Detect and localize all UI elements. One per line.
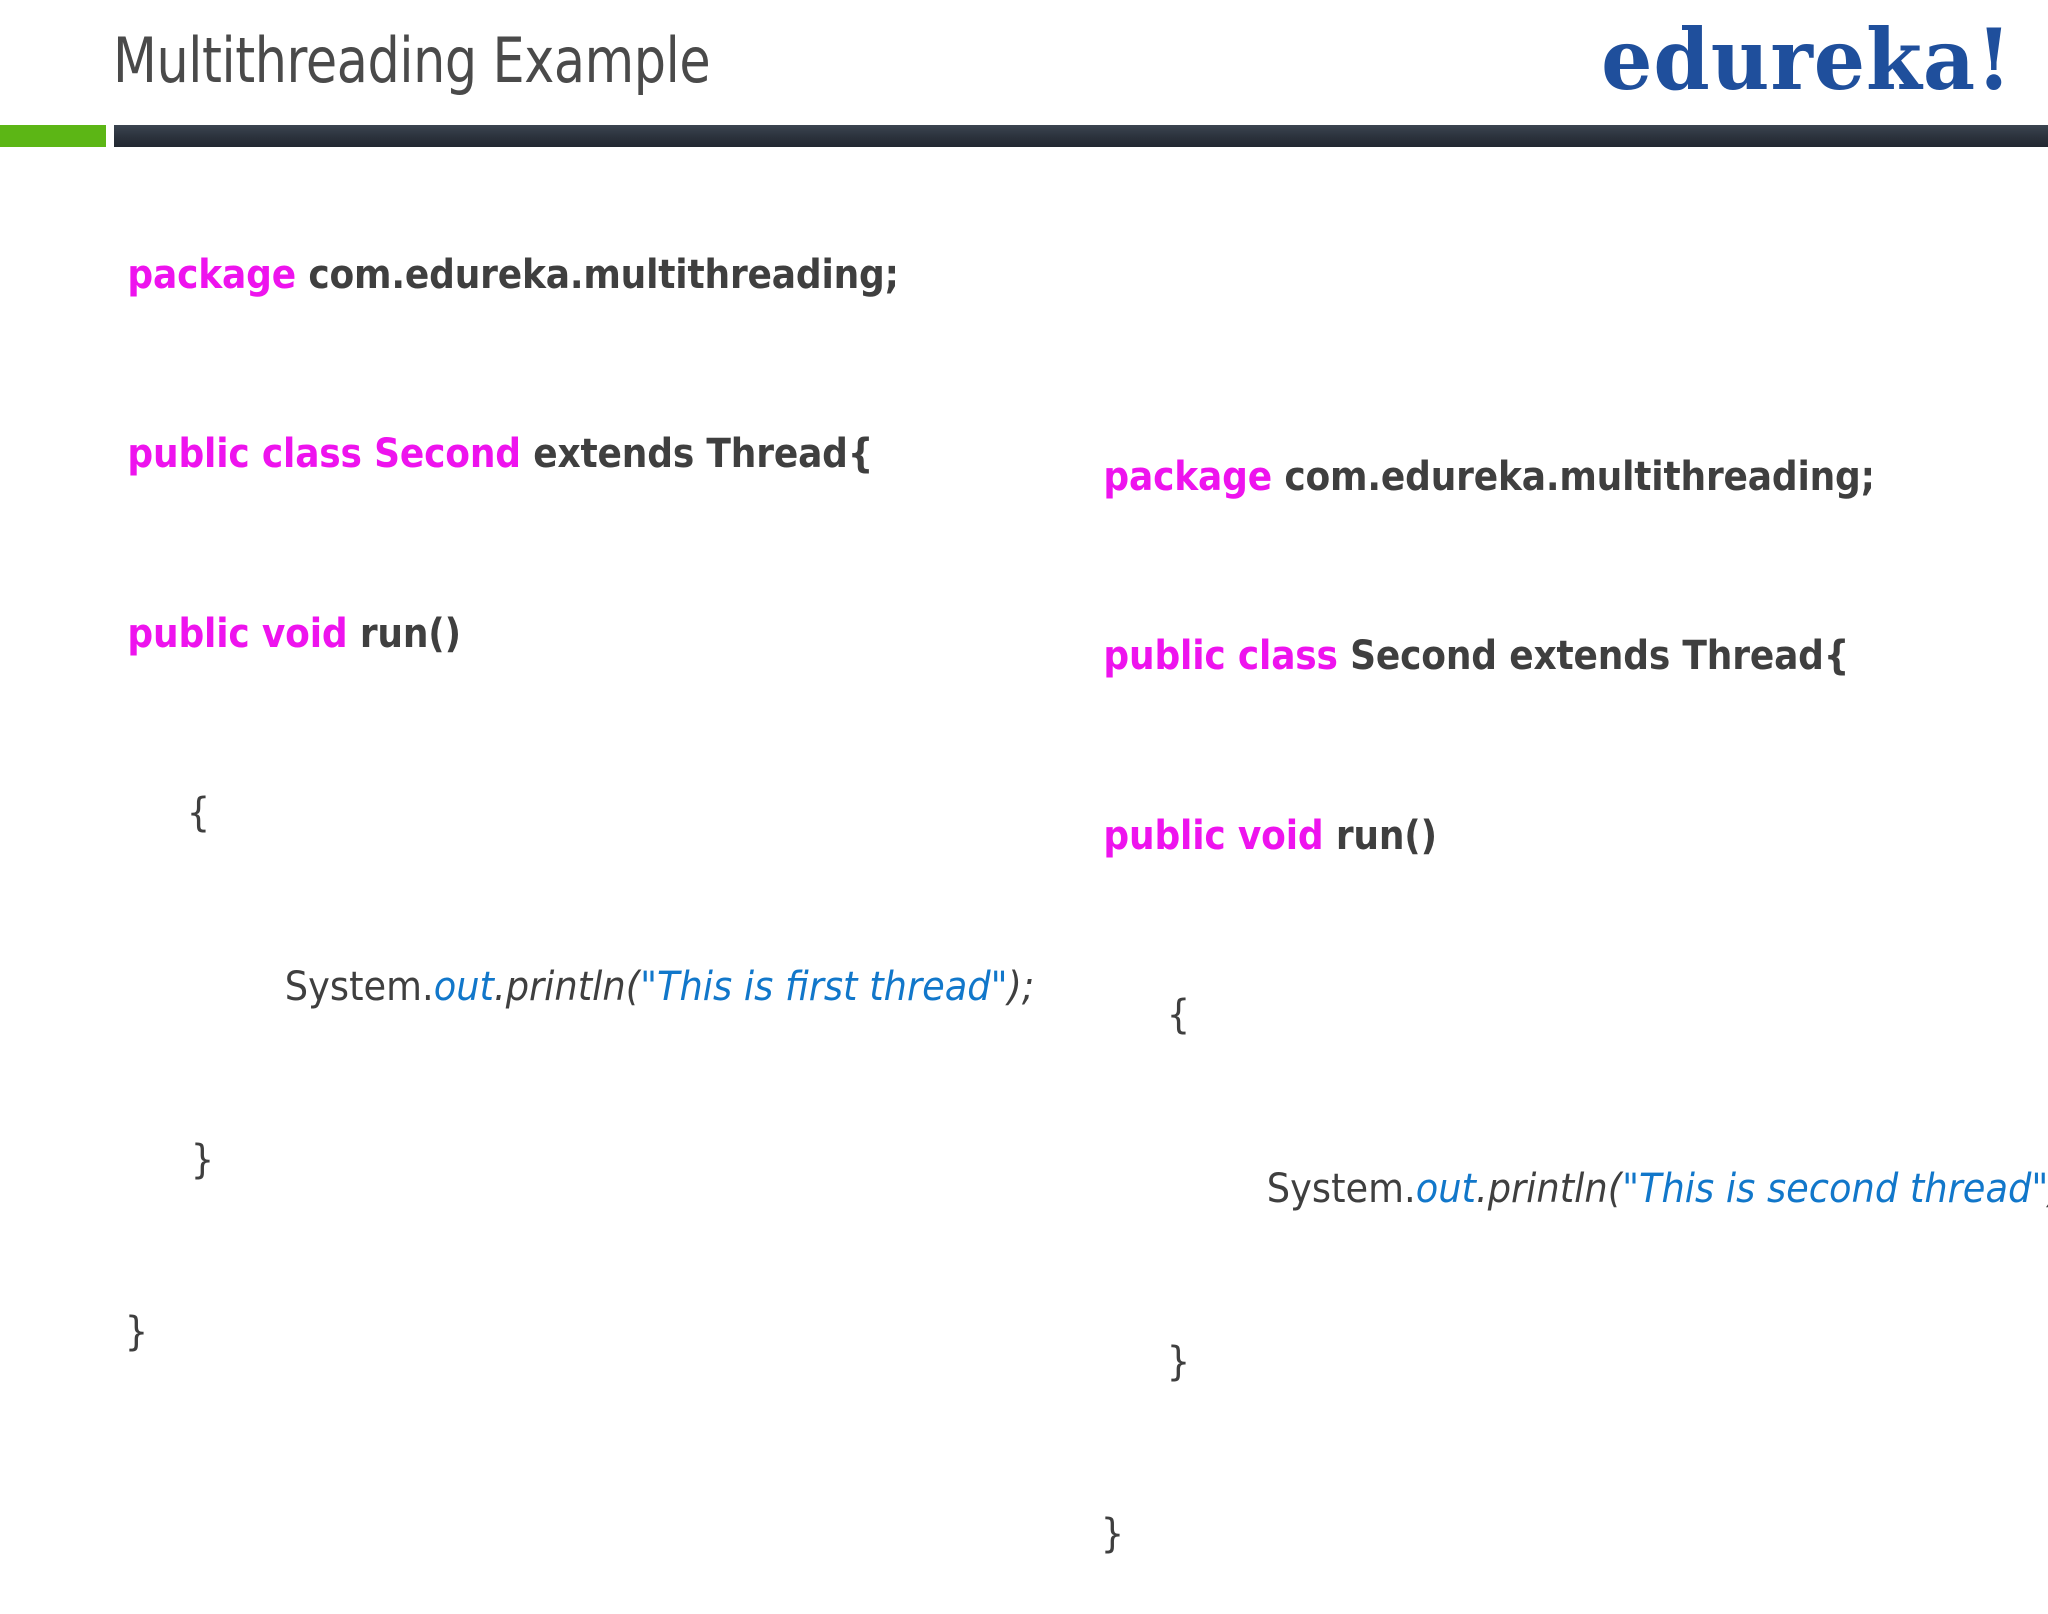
- code-line-class-decl: public class Second extends Thread{: [78, 375, 957, 533]
- code-text: com.edureka.multithreading;: [1271, 453, 1875, 500]
- code-block-second-thread: package com.edureka.multithreading; publ…: [1054, 398, 2048, 1614]
- code-line-method-decl: public void run(): [1054, 757, 1983, 915]
- code-line-close-brace-method: }: [1120, 1283, 2044, 1441]
- code-line-method-decl: public void run(): [78, 555, 957, 713]
- code-text: run(): [347, 610, 461, 657]
- code-brace: }: [124, 1309, 149, 1356]
- code-brace: }: [1100, 1511, 1125, 1558]
- code-object-ref: System.: [284, 964, 434, 1011]
- code-keyword: public void: [127, 610, 348, 657]
- code-line-close-brace-class: }: [1054, 1455, 1978, 1613]
- slide-root: { "header": { "title": "Multithreading E…: [0, 0, 2048, 1558]
- code-line-package: package com.edureka.multithreading;: [78, 196, 957, 354]
- code-text: extends Thread{: [520, 431, 874, 478]
- code-line-class-decl: public class Second extends Thread{: [1054, 577, 1983, 735]
- code-brace: {: [1166, 991, 1191, 1038]
- code-string-literal: "This is first thread": [640, 964, 1008, 1011]
- code-line-close-brace-class: }: [78, 1253, 952, 1411]
- code-keyword: package: [1103, 453, 1272, 500]
- code-line-println: System.out.println("This is second threa…: [1220, 1111, 2048, 1269]
- code-brace: }: [1166, 1338, 1191, 1385]
- page-title: Multithreading Example: [113, 24, 711, 97]
- code-brace: }: [190, 1136, 215, 1183]
- code-keyword: package: [127, 251, 296, 298]
- code-block-first-thread: package com.edureka.multithreading; publ…: [78, 196, 1035, 1412]
- code-string-literal: "This is second thread": [1622, 1166, 2048, 1213]
- header-divider-bar: [114, 125, 2048, 147]
- code-line-package: package com.edureka.multithreading;: [1054, 398, 1983, 556]
- code-text: run(): [1323, 812, 1437, 859]
- code-keyword: public class Second: [127, 431, 521, 478]
- code-field-out: out: [433, 964, 494, 1011]
- code-line-open-brace: {: [1120, 936, 2044, 1094]
- code-line-println: System.out.println("This is first thread…: [238, 909, 1112, 1067]
- code-text: Second extends Thread{: [1337, 633, 1850, 680]
- code-keyword: public void: [1103, 812, 1324, 859]
- code-keyword: public class: [1103, 633, 1338, 680]
- slide-header: Multithreading Example edureka!: [0, 0, 2048, 150]
- brand-logo: edureka!: [1600, 10, 2012, 109]
- code-statement-end: );: [1007, 964, 1035, 1011]
- code-object-ref: System.: [1266, 1166, 1416, 1213]
- code-text: com.edureka.multithreading;: [295, 251, 899, 298]
- code-line-close-brace-method: }: [144, 1081, 1018, 1239]
- code-field-out: out: [1415, 1166, 1476, 1213]
- header-accent-bar-green: [0, 125, 106, 147]
- code-method-call: .println(: [493, 964, 641, 1011]
- code-brace: {: [186, 789, 211, 836]
- code-method-call: .println(: [1475, 1166, 1623, 1213]
- code-line-open-brace: {: [140, 734, 1014, 892]
